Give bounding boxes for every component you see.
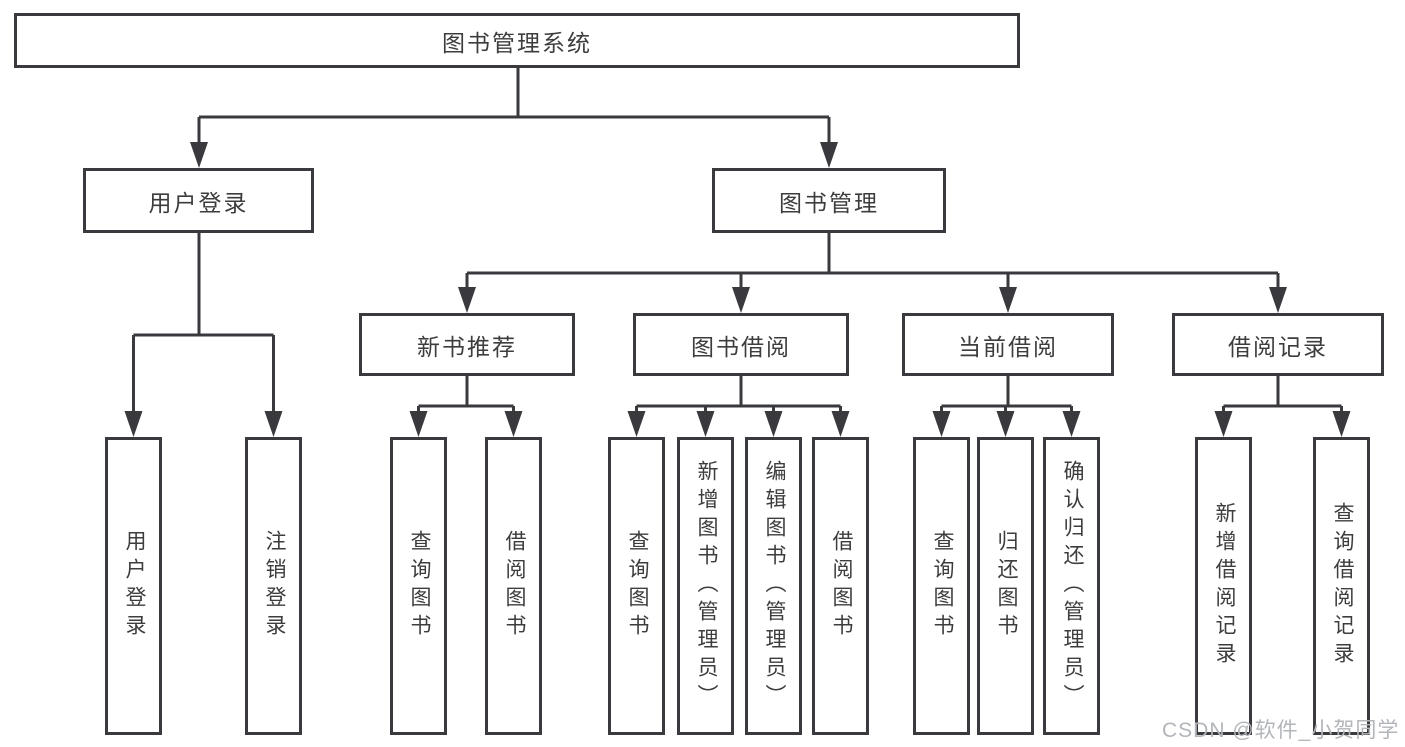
node-query-books-current: 查询图书	[913, 437, 970, 735]
arrowhead-icon	[696, 411, 715, 437]
node-book-borrowing: 图书借阅	[633, 313, 849, 376]
node-query-borrow-record: 查询借阅记录	[1313, 437, 1370, 735]
node-new-book-recommend: 新书推荐	[359, 313, 575, 376]
arrowhead-icon	[409, 411, 428, 437]
arrowhead-icon	[999, 287, 1017, 313]
node-user-login-leaf: 用户登录	[105, 437, 162, 735]
node-add-book-admin: 新增图书（管理员）	[677, 437, 734, 735]
node-user-login: 用户登录	[83, 168, 314, 233]
node-query-books-recommend: 查询图书	[390, 437, 447, 735]
arrowhead-icon	[831, 411, 850, 437]
arrowhead-icon	[264, 411, 283, 437]
arrowhead-icon	[996, 411, 1015, 437]
node-query-books-borrowing: 查询图书	[608, 437, 665, 735]
arrowhead-icon	[1332, 411, 1351, 437]
arrowhead-icon	[458, 287, 476, 313]
arrowhead-icon	[1269, 287, 1287, 313]
arrowhead-icon	[932, 411, 951, 437]
node-logout-leaf: 注销登录	[245, 437, 302, 735]
node-borrow-books-leaf: 借阅图书	[812, 437, 869, 735]
node-current-borrowing: 当前借阅	[902, 313, 1114, 376]
arrowhead-icon	[732, 287, 750, 313]
node-add-borrow-record: 新增借阅记录	[1195, 437, 1252, 735]
node-borrow-books-recommend: 借阅图书	[485, 437, 542, 735]
node-library-management-system: 图书管理系统	[14, 13, 1020, 68]
csdn-watermark: CSDN @软件_小贺同学	[1162, 719, 1400, 742]
node-return-books: 归还图书	[977, 437, 1034, 735]
arrowhead-icon	[1214, 411, 1233, 437]
arrowhead-icon	[124, 411, 143, 437]
arrowhead-icon	[190, 142, 208, 168]
node-book-management: 图书管理	[712, 168, 946, 233]
arrowhead-icon	[1062, 411, 1081, 437]
arrowhead-icon	[504, 411, 523, 437]
node-edit-book-admin: 编辑图书（管理员）	[745, 437, 802, 735]
arrowhead-icon	[764, 411, 783, 437]
node-borrow-records: 借阅记录	[1172, 313, 1384, 376]
arrowhead-icon	[627, 411, 646, 437]
arrowhead-icon	[820, 142, 838, 168]
node-confirm-return-admin: 确认归还（管理员）	[1043, 437, 1100, 735]
